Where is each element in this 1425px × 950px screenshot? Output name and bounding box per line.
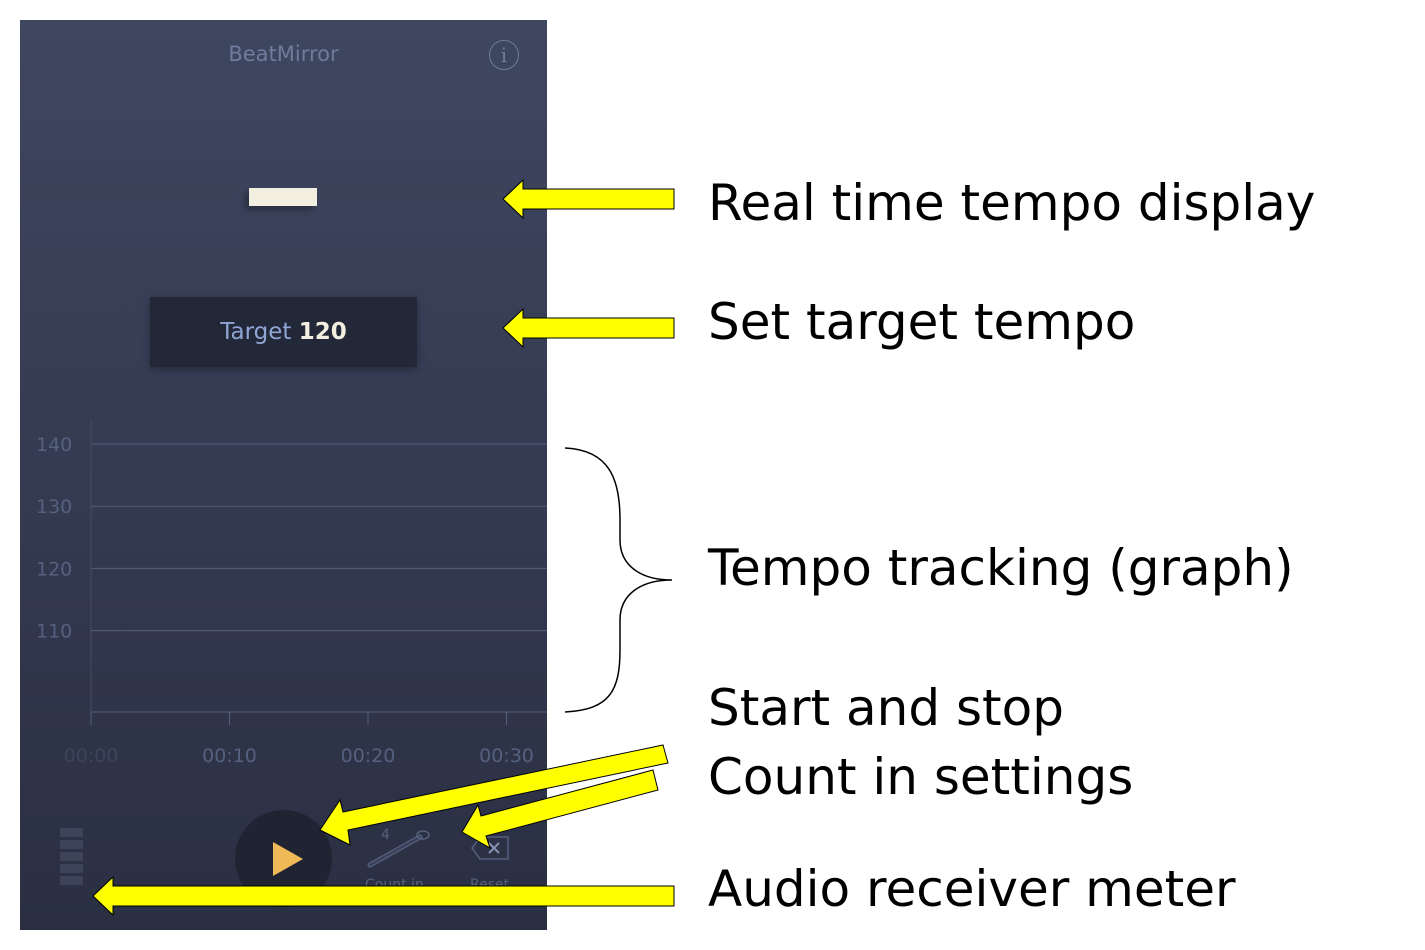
annotation: Start and stop	[708, 679, 1064, 737]
arrow-meter	[92, 875, 675, 917]
target-value: 120	[298, 319, 347, 345]
target-label: Target	[220, 319, 292, 345]
target-tempo-button[interactable]: Target 120	[150, 297, 417, 367]
annotation: Set target tempo	[708, 293, 1136, 351]
y-tick-label: 140	[36, 434, 72, 456]
y-tick-label: 120	[36, 558, 72, 580]
x-tick-label: 00:00	[64, 745, 119, 767]
drumstick-icon	[367, 830, 430, 868]
audio-meter	[60, 828, 83, 888]
annotation: Real time tempo display	[708, 174, 1316, 232]
count-in-value: 4	[381, 827, 390, 843]
y-tick-label: 130	[36, 496, 72, 518]
arrow-tempo	[502, 178, 675, 220]
tempo-display	[249, 188, 317, 206]
app-screen: BeatMirror i Target 120 140 130 120 110 00:0…	[20, 20, 547, 930]
arrow-target	[502, 307, 675, 349]
app-title: BeatMirror	[228, 42, 339, 66]
x-tick-label: 00:30	[479, 745, 534, 767]
info-icon[interactable]: i	[489, 40, 519, 70]
annotation: Audio receiver meter	[708, 860, 1236, 918]
arrow-play	[319, 744, 669, 846]
x-tick-label: 00:10	[202, 745, 257, 767]
y-tick-label: 110	[36, 621, 72, 643]
x-tick-label: 00:20	[341, 745, 396, 767]
annotation: Tempo tracking (graph)	[708, 539, 1294, 597]
tempo-graph: 140 130 120 110 00:00 00:10 00:20 00:30	[36, 420, 547, 767]
backspace-icon	[471, 836, 509, 860]
annotation: Count in settings	[708, 748, 1134, 806]
brace	[564, 447, 673, 713]
arrow-countin	[461, 769, 659, 850]
